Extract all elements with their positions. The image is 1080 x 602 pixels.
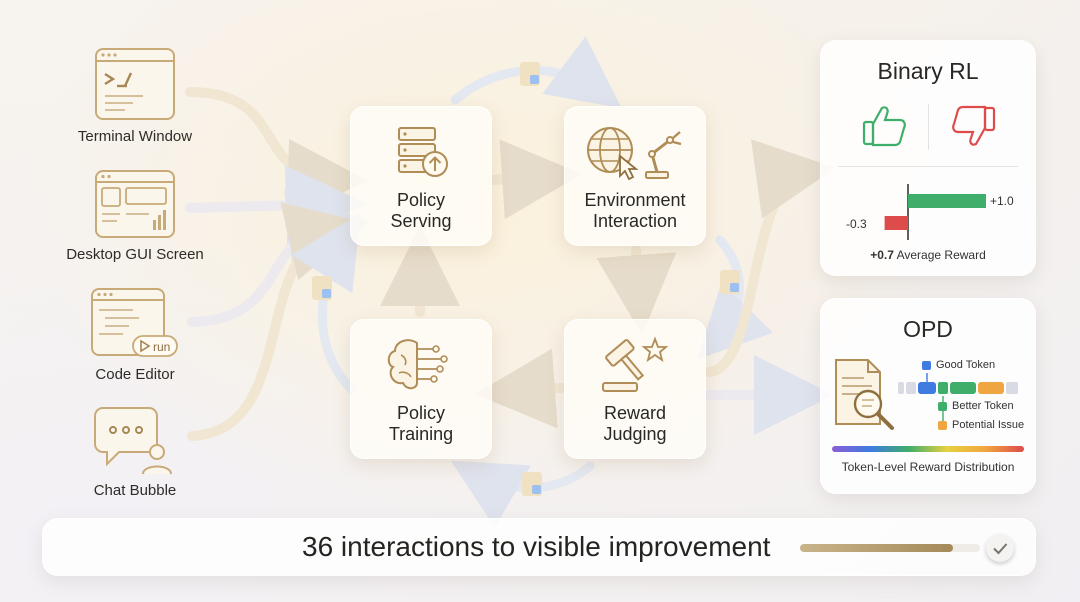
token-placeholder: [1006, 382, 1018, 394]
good-token-swatch: [922, 361, 931, 370]
source-label: Terminal Window: [77, 128, 193, 145]
source-chat-bubble: Chat Bubble: [45, 404, 225, 499]
source-label: Desktop GUI Screen: [66, 246, 204, 263]
node-label: Policy Training: [388, 403, 454, 444]
globe-cursor-robot-arm-icon: [587, 127, 682, 181]
binary-rl-title: Binary RL: [877, 58, 979, 84]
negative-reward-bar: [884, 216, 908, 230]
token-placeholder: [898, 382, 904, 394]
token-sequence: [898, 373, 1018, 429]
opd-title: OPD: [903, 316, 953, 342]
token-issue: [978, 382, 1004, 394]
run-badge: run: [153, 340, 170, 354]
source-label: Code Editor: [95, 366, 175, 383]
desktop-gui-icon: [95, 170, 175, 238]
token-better: [950, 382, 976, 394]
document-magnifier-icon: [835, 359, 894, 430]
reward-bar-chart: [884, 184, 986, 240]
arrow-environment-to-judging: [596, 245, 677, 335]
legend-potential-issue: Potential Issue: [952, 419, 1025, 431]
banner-text: 36 interactions to visible improvement: [302, 531, 771, 562]
code-editor-icon: run: [91, 288, 178, 357]
document-token-icons: [312, 62, 740, 496]
arrow-serving-to-environment: [487, 139, 582, 220]
server-upload-icon: [398, 127, 448, 177]
opd-caption: Token-Level Reward Distribution: [841, 460, 1015, 474]
progress-fill: [800, 544, 953, 552]
potential-issue-swatch: [938, 421, 947, 430]
positive-reward-label: +1.0: [990, 194, 1014, 208]
positive-reward-bar: [908, 194, 986, 208]
source-label: Chat Bubble: [93, 482, 177, 499]
node-reward-judging: Reward Judging: [564, 319, 706, 459]
legend-good-token: Good Token: [936, 359, 996, 371]
token-good: [918, 382, 936, 394]
arrow-judging-to-binary-rl: [703, 139, 836, 377]
source-terminal-window: Terminal Window: [45, 46, 225, 145]
negative-reward-label: -0.3: [846, 217, 867, 231]
checkmark-icon: [993, 543, 1008, 555]
average-reward-value: +0.7: [870, 248, 894, 262]
token-placeholder: [906, 382, 916, 394]
average-reward: +0.7 Average Reward: [820, 248, 1036, 262]
better-token-swatch: [938, 402, 947, 411]
progress-check-knob: [986, 534, 1014, 562]
terminal-icon: [95, 48, 175, 120]
average-reward-text: Average Reward: [896, 248, 986, 262]
thumbs-up-icon: [862, 106, 906, 147]
brain-circuit-icon: [387, 339, 448, 390]
opd-panel: OPD Good Token Better Token Potential Is…: [820, 298, 1036, 494]
node-policy-serving: Policy Serving: [350, 106, 492, 246]
panel-divider: [838, 166, 1018, 167]
binary-rl-panel: Binary RL +1.0 -0.3 +0.7 Average Reward: [820, 40, 1036, 276]
thumbs-divider: [928, 104, 929, 150]
node-label: Reward Judging: [603, 403, 667, 444]
legend-better-token: Better Token: [952, 400, 1014, 412]
token-better: [938, 382, 948, 394]
improvement-banner: 36 interactions to visible improvement: [42, 518, 1036, 576]
arrow-judging-to-training: [475, 348, 567, 429]
reward-gradient-bar: [832, 446, 1024, 452]
source-code-editor: run Code Editor: [45, 286, 225, 383]
gavel-star-icon: [602, 336, 669, 392]
thumbs-down-icon: [952, 105, 996, 146]
node-policy-training: Policy Training: [350, 319, 492, 459]
node-label: Policy Serving: [390, 190, 452, 231]
source-desktop-gui-screen: Desktop GUI Screen: [45, 168, 225, 263]
progress-track: [800, 544, 980, 552]
node-environment-interaction: Environment Interaction: [564, 106, 706, 246]
arrow-left-loop: [291, 213, 361, 395]
node-label: Environment Interaction: [584, 190, 686, 231]
chat-bubble-icon: [94, 407, 172, 475]
